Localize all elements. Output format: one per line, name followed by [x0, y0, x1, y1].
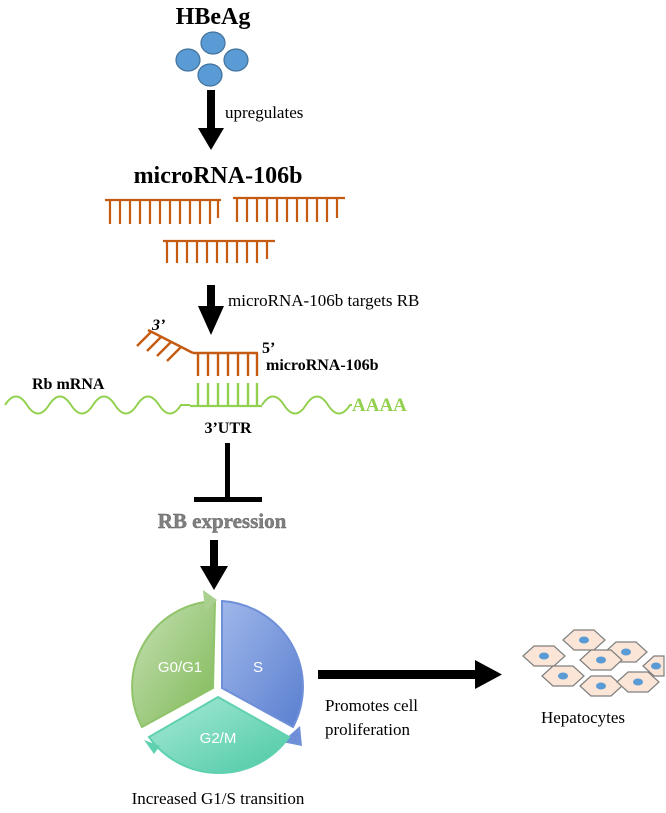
microrna-small-label: microRNA-106b: [266, 357, 379, 374]
hbeag-particle: [175, 48, 201, 72]
microrna-strand: [163, 239, 275, 263]
transition-label: Increased G1/S transition: [132, 789, 305, 808]
hepatocytes-label: Hepatocytes: [541, 708, 625, 727]
phase-s-segment: [221, 599, 304, 729]
hepatocyte-nuclei: [539, 636, 661, 690]
rb-mrna-label: Rb mRNA: [32, 376, 105, 393]
three-prime-label: 3’: [151, 317, 165, 334]
upregulates-arrow: [198, 90, 224, 150]
phase-g2m-label: G2/M: [200, 730, 237, 747]
hbeag-particles: [175, 31, 249, 87]
five-prime-label: 5’: [262, 340, 275, 357]
phase-g0g1-label: G0/G1: [158, 659, 202, 676]
phase-g0g1-segment: [131, 599, 217, 729]
inhibition-symbol: [194, 443, 262, 502]
hepatocyte-nucleus: [621, 648, 631, 656]
hbeag-particle: [223, 48, 249, 72]
hepatocyte-nucleus: [579, 636, 589, 644]
microrna-strand: [233, 196, 345, 222]
hepatocyte-nucleus: [651, 662, 661, 670]
proliferation-arrow: [318, 660, 502, 689]
promotes-label-line2: proliferation: [325, 720, 410, 739]
microrna-title: microRNA-106b: [134, 163, 303, 189]
upregulates-label: upregulates: [225, 103, 303, 122]
cell-cycle-arrow: [200, 540, 228, 590]
g2m-arrowhead: [144, 740, 160, 754]
promotes-label-line1: Promotes cell: [325, 696, 418, 715]
hbeag-particle: [200, 31, 226, 55]
g0g1-arrowhead: [203, 590, 217, 612]
hepatocyte-cluster: [522, 629, 665, 697]
cell-cycle-diagram: [131, 590, 304, 775]
poly-a-tail: AAAA: [352, 395, 407, 416]
targets-arrow: [198, 285, 224, 335]
targets-label: microRNA-106b targets RB: [228, 291, 419, 310]
hepatocyte-nucleus: [596, 656, 606, 664]
microrna-strands: [105, 196, 345, 263]
hepatocyte-nucleus: [596, 682, 606, 690]
bound-microrna: [136, 328, 259, 376]
utr-label: 3’UTR: [204, 420, 252, 437]
hbeag-label: HBeAg: [176, 4, 251, 30]
rb-expression-label: RB expression: [158, 509, 287, 533]
hepatocyte-nucleus: [539, 652, 549, 660]
phase-s-label: S: [253, 659, 263, 676]
microrna-strand: [105, 198, 221, 224]
hbeag-particle: [197, 63, 223, 87]
hepatocyte-nucleus: [558, 672, 568, 680]
rb-mrna: [4, 383, 352, 415]
hepatocyte-nucleus: [633, 678, 643, 686]
phase-g2m-segment: [147, 695, 291, 775]
